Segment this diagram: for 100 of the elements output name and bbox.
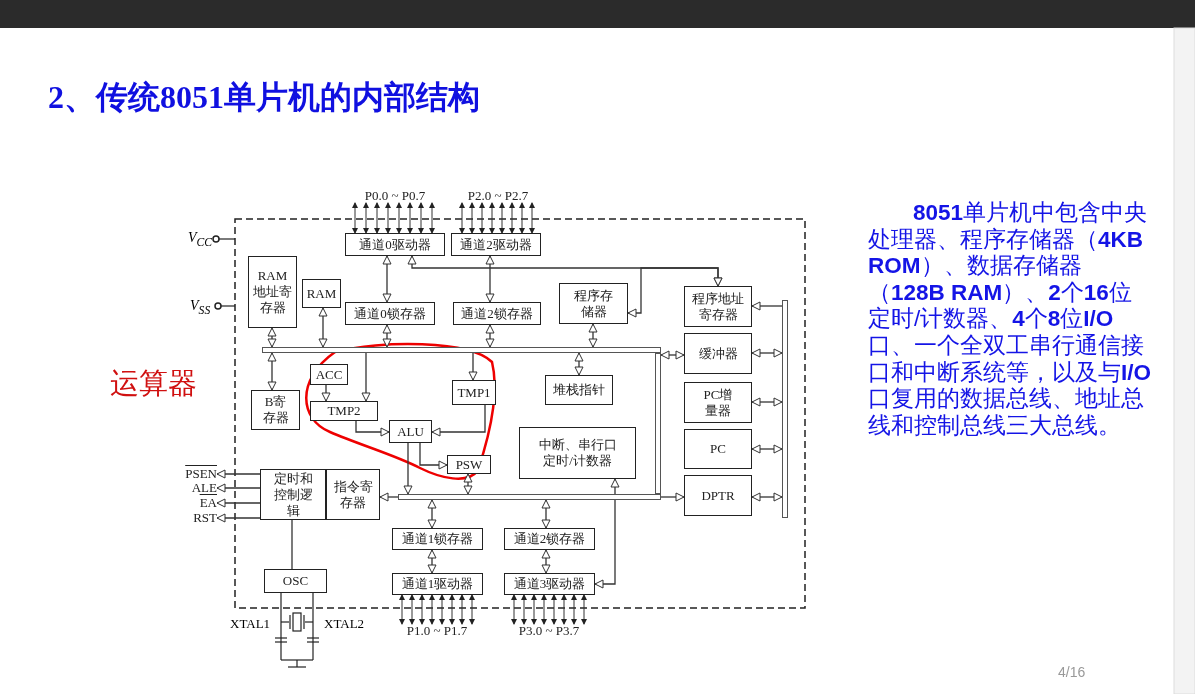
pin-arrow [429, 594, 435, 625]
bus-arrow [627, 267, 723, 318]
supply-label: V$_{CC}$ [188, 230, 213, 249]
register-box: PC增量器 [684, 382, 752, 423]
bus-bar [262, 347, 661, 353]
pin-arrow [374, 202, 380, 234]
register-box: 指令寄存器 [326, 469, 380, 520]
bus-bar [655, 353, 661, 494]
memory-box: 程序存储器 [559, 283, 628, 324]
buffer-box: 缓冲器 [684, 333, 752, 374]
pin-arrow [385, 202, 391, 234]
bus-bar [398, 494, 661, 500]
bus-arrow [379, 492, 399, 502]
pin-arrow [439, 594, 445, 625]
pin-arrow [519, 202, 525, 234]
bus-arrow [485, 255, 495, 303]
pin-arrow [541, 594, 547, 625]
bus-arrow [216, 498, 261, 508]
register-box: B寄存器 [251, 390, 300, 430]
pin-arrow [511, 594, 517, 625]
pin-arrow [529, 202, 535, 234]
latch-box: 通道1锁存器 [392, 528, 483, 550]
pin-arrow [418, 202, 424, 234]
bus-arrow [427, 549, 437, 574]
pin-label: PSEN [150, 467, 217, 481]
latch-box: 通道2锁存器 [453, 302, 541, 325]
bus-arrow [431, 404, 486, 437]
pin-arrow [479, 202, 485, 234]
port-label: P2.0 ~ P2.7 [457, 189, 539, 203]
pin-arrow [571, 594, 577, 625]
bus-arrow [403, 442, 413, 495]
bus-arrow [751, 301, 783, 311]
register-box: DPTR [684, 475, 752, 516]
bus-arrow [751, 397, 783, 407]
register-box: 程序地址寄存器 [684, 286, 752, 327]
port-label: P0.0 ~ P0.7 [354, 189, 436, 203]
pin-arrow [419, 594, 425, 625]
driver-box: 通道0驱动器 [345, 233, 445, 256]
pin-arrow [509, 202, 515, 234]
pin-arrow [469, 202, 475, 234]
register-box: PC [684, 429, 752, 469]
pin-arrow [409, 594, 415, 625]
pin-arrow [449, 594, 455, 625]
pin-arrow [396, 202, 402, 234]
pin-arrow [407, 202, 413, 234]
pin-label: XTAL2 [324, 616, 365, 632]
pin-arrow [352, 202, 358, 234]
pin-arrow [489, 202, 495, 234]
driver-box: 通道2驱动器 [451, 233, 541, 256]
register-box: RAM地址寄存器 [248, 256, 297, 328]
register-box: TMP2 [310, 401, 378, 421]
pin-arrow [499, 202, 505, 234]
bus-arrow [267, 327, 277, 348]
register-box: ACC [310, 364, 348, 385]
latch-box: 通道2锁存器 [504, 528, 595, 550]
bus-arrow [463, 473, 473, 495]
pin-arrow [521, 594, 527, 625]
bus-arrow [588, 323, 598, 348]
oscillator-box: OSC [264, 569, 327, 593]
pin-label: ALE [150, 481, 217, 495]
bus-arrow [355, 420, 390, 437]
bus-arrow [660, 350, 685, 360]
bus-arrow [361, 352, 371, 402]
pin-arrow [363, 202, 369, 234]
bus-arrow [468, 352, 478, 381]
bus-arrow [321, 384, 331, 402]
pin-arrow [531, 594, 537, 625]
bus-arrow [216, 469, 261, 479]
bus-bar [782, 300, 788, 518]
bus-arrow [660, 492, 685, 502]
page-number: 4/16 [1058, 664, 1086, 680]
bus-arrow [216, 513, 261, 523]
pin-arrow [459, 202, 465, 234]
annotation-text: 运算器 [110, 365, 197, 402]
bus-arrow [751, 444, 783, 454]
memory-box: RAM [302, 279, 341, 308]
pin-arrow [469, 594, 475, 625]
bus-arrow [267, 352, 277, 391]
bus-arrow [574, 352, 584, 376]
peripheral-box: 中断、串行口定时/计数器 [519, 427, 636, 479]
bus-arrow [541, 549, 551, 574]
register-box: PSW [447, 455, 491, 474]
slide-title: 2、传统8051单片机的内部结构 [48, 78, 480, 117]
bus-arrow [382, 255, 392, 303]
pin-arrow [561, 594, 567, 625]
bus-arrow [318, 307, 328, 348]
register-box: TMP1 [452, 380, 496, 405]
port-label: P1.0 ~ P1.7 [396, 624, 478, 638]
pin-arrow [551, 594, 557, 625]
bus-arrow [751, 492, 783, 502]
driver-box: 通道3驱动器 [504, 573, 595, 595]
pin-label: RST [150, 511, 217, 525]
bus-arrow [594, 478, 620, 589]
bus-arrow [427, 499, 437, 529]
latch-box: 通道0锁存器 [345, 302, 435, 325]
bus-arrow [485, 324, 495, 348]
pin-arrow [429, 202, 435, 234]
bus-arrow [541, 499, 551, 529]
bus-arrow [419, 442, 448, 470]
control-logic-box: 定时和控制逻辑 [260, 469, 326, 520]
